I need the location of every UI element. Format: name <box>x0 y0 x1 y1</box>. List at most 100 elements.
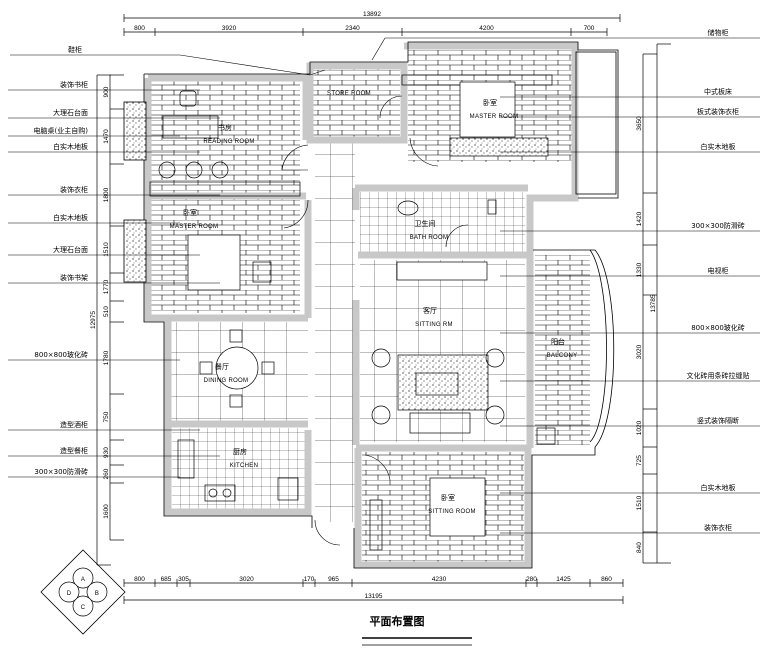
room-label: 餐厅 DINING ROOM <box>204 362 249 384</box>
dimension-label: 280 <box>526 576 537 583</box>
room-name-cn: 客厅 <box>423 306 437 315</box>
dimension-label: 1020 <box>636 420 643 435</box>
dimension-label: 800 <box>134 576 145 583</box>
svg-text:大理石台面: 大理石台面 <box>53 245 88 254</box>
room-name-cn: 阳台 <box>551 337 565 346</box>
dimension-label: 3020 <box>636 344 643 359</box>
svg-text:大理石台面: 大理石台面 <box>53 108 88 117</box>
dimension-label: 800 <box>134 25 145 32</box>
dimension-label: 1780 <box>103 350 110 365</box>
room-label: 卧室 SITTING ROOM <box>428 493 476 515</box>
compass-symbol: A B C D <box>40 549 126 635</box>
svg-text:800×800玻化砖: 800×800玻化砖 <box>691 323 745 332</box>
room-label: 卧室 MASTER ROOM <box>470 98 519 120</box>
wall-outline <box>123 41 619 569</box>
room-label: 卫生间 BATH ROOM <box>410 219 449 241</box>
callout-left: 白实木地板 <box>8 213 180 224</box>
svg-text:白实木地板: 白实木地板 <box>53 142 88 151</box>
dimension-label: 860 <box>601 576 612 583</box>
dimension-label: 12975 <box>90 311 97 329</box>
dimension-label: 750 <box>103 411 110 422</box>
room-name-en: BALCONY <box>547 353 578 359</box>
dimension-label: 685 <box>161 576 172 583</box>
callout-left: 白实木地板 <box>8 142 200 153</box>
dimension-label: 840 <box>636 542 643 553</box>
dimension-label: 1425 <box>556 576 571 583</box>
callout-right: 文化砖用条砖拉缝贴 <box>500 371 760 382</box>
callout-right: 白实木地板 <box>500 142 760 153</box>
svg-text:造型餐柜: 造型餐柜 <box>60 446 88 455</box>
dimension-label: 1770 <box>103 279 110 294</box>
dimension-label: 4200 <box>479 25 494 32</box>
dimension-label: 2340 <box>345 25 360 32</box>
dimension-label: 260 <box>103 468 110 479</box>
dimension-label: 1420 <box>636 211 643 226</box>
dimension-label: 3650 <box>636 116 643 131</box>
svg-text:白实木地板: 白实木地板 <box>53 213 88 222</box>
title-underline <box>362 637 472 646</box>
room-name-en: KITCHEN <box>230 463 258 469</box>
room-name-cn: 卫生间 <box>415 219 436 228</box>
callout-left: 造型酒柜 <box>8 420 200 431</box>
svg-text:300×300防滑砖: 300×300防滑砖 <box>691 221 745 230</box>
svg-text:中式板床: 中式板床 <box>704 87 732 96</box>
svg-text:装饰书柜: 装饰书柜 <box>60 80 88 89</box>
callout-right: 装饰衣柜 <box>500 523 760 534</box>
room-name-en: DINING ROOM <box>204 378 249 384</box>
svg-text:电视柜: 电视柜 <box>708 266 729 275</box>
room-name-en: SITTING ROOM <box>428 509 476 515</box>
dimension-label: 1600 <box>103 504 110 519</box>
room-name-cn: 书房 <box>218 123 232 132</box>
callout-right: 800×800玻化砖 <box>500 323 760 334</box>
svg-text:储物柜: 储物柜 <box>708 28 729 37</box>
room-name-cn: 餐厅 <box>215 362 229 371</box>
callout-left: 大理石台面 <box>8 108 220 119</box>
dimension-label: 1510 <box>636 495 643 510</box>
room-name-en: READING ROOM <box>203 139 254 145</box>
dimension-label: 930 <box>103 447 110 458</box>
compass-label-c: C <box>81 605 86 611</box>
dimension-label: 965 <box>328 576 339 583</box>
right-total-dimension: 13785 <box>650 43 671 564</box>
room-name-en: STORE ROOM <box>327 91 371 97</box>
dimension-label: 700 <box>584 25 595 32</box>
furniture <box>149 74 556 551</box>
dimension-label: 1510 <box>103 242 110 257</box>
room-name-cn: 卧室 <box>483 98 497 107</box>
callout-left: 装饰书柜 <box>8 80 200 91</box>
bottom-total-dimension: 13195 <box>123 593 624 604</box>
dimension-label: 170 <box>304 576 315 583</box>
callout-left: 造型餐柜 <box>8 446 220 457</box>
dimension-label: 1330 <box>636 262 643 277</box>
svg-text:装饰书架: 装饰书架 <box>60 273 88 282</box>
svg-text:竖式装饰隔断: 竖式装饰隔断 <box>697 416 739 425</box>
compass-label-b: B <box>95 591 99 597</box>
room-name-en: MASTER ROOM <box>470 114 519 120</box>
svg-text:装饰衣柜: 装饰衣柜 <box>60 185 88 194</box>
dimension-label: 13892 <box>363 11 381 18</box>
dimension-label: 1470 <box>103 129 110 144</box>
callout-right: 300×300防滑砖 <box>500 221 760 232</box>
svg-text:白实木地板: 白实木地板 <box>701 483 736 492</box>
dimension-label: 3020 <box>239 576 254 583</box>
callout-left: 装饰书架 <box>8 273 220 284</box>
room-name-en: BATH ROOM <box>410 235 449 241</box>
callout-right: 白实木地板 <box>500 483 760 494</box>
room-name-cn: 卧室 <box>441 493 455 502</box>
svg-text:白实木地板: 白实木地板 <box>701 142 736 151</box>
compass-label-a: A <box>81 577 85 583</box>
svg-text:造型酒柜: 造型酒柜 <box>60 420 88 429</box>
callout-left: 300×300防滑砖 <box>8 467 180 478</box>
left-total-dimension: 12975 <box>90 74 111 566</box>
svg-text:300×300防滑砖: 300×300防滑砖 <box>34 467 88 476</box>
drawing-title: 平面布置图 <box>370 614 425 628</box>
callout-left: 800×800玻化砖 <box>8 350 180 361</box>
room-label: 客厅 SITTING RM <box>415 306 453 328</box>
room-name-en: SITTING RM <box>415 322 453 328</box>
dimension-label: 13195 <box>364 593 382 600</box>
svg-text:800×800玻化砖: 800×800玻化砖 <box>34 350 88 359</box>
